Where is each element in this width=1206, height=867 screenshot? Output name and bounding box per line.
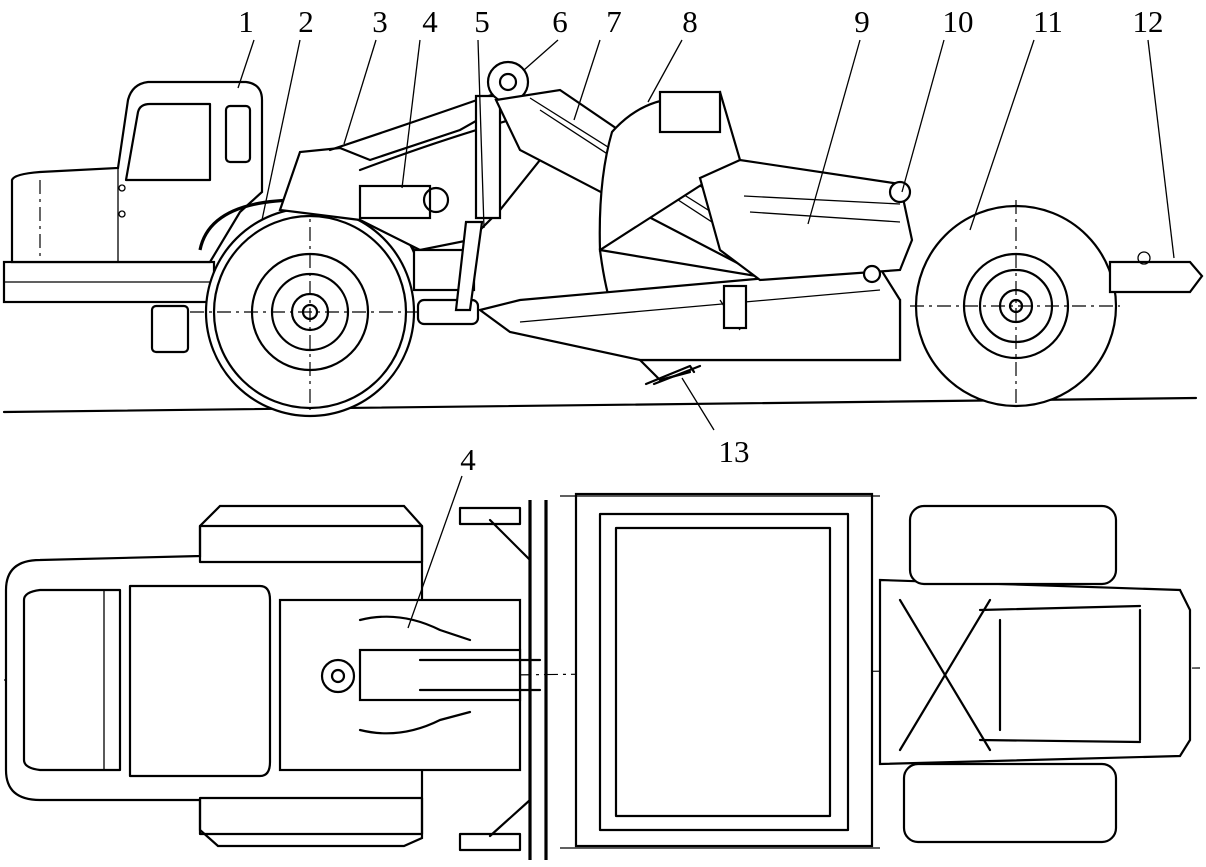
tractor-frame: [2, 260, 216, 354]
callout-4: 4: [422, 4, 438, 39]
top-gooseneck: [458, 500, 548, 860]
callout-13: 13: [719, 434, 750, 469]
callout-10: 10: [943, 4, 974, 39]
callout-3: 3: [372, 4, 388, 39]
leader-lines: [237, 39, 1175, 629]
callout-5: 5: [474, 4, 490, 39]
callout-labels: 1 2 3 4 5 6 7 8 9 10 11 12 13 4: [238, 4, 1163, 477]
rear-push-block: [1108, 251, 1204, 294]
tractor-cab: [10, 80, 264, 264]
top-bowl: [560, 492, 880, 849]
rear-wheel: [910, 200, 1120, 408]
side-view: [2, 60, 1204, 418]
callout-9: 9: [854, 4, 870, 39]
callout-7: 7: [606, 4, 622, 39]
callout-8: 8: [682, 4, 698, 39]
callout-6: 6: [552, 4, 568, 39]
callout-11: 11: [1033, 4, 1063, 39]
top-view: [3, 492, 1201, 860]
callout-4-top-view: 4: [460, 442, 476, 477]
scraper-bowl: [477, 90, 902, 382]
rear-body: [698, 158, 914, 284]
hitch-assembly: [278, 90, 542, 326]
callout-2: 2: [298, 4, 314, 39]
callout-12: 12: [1133, 4, 1164, 39]
top-rear-frame: [878, 504, 1192, 844]
cutting-edge: [644, 364, 702, 386]
callout-1: 1: [238, 4, 254, 39]
cable-pulley: [486, 60, 530, 104]
top-hitch: [278, 598, 542, 772]
